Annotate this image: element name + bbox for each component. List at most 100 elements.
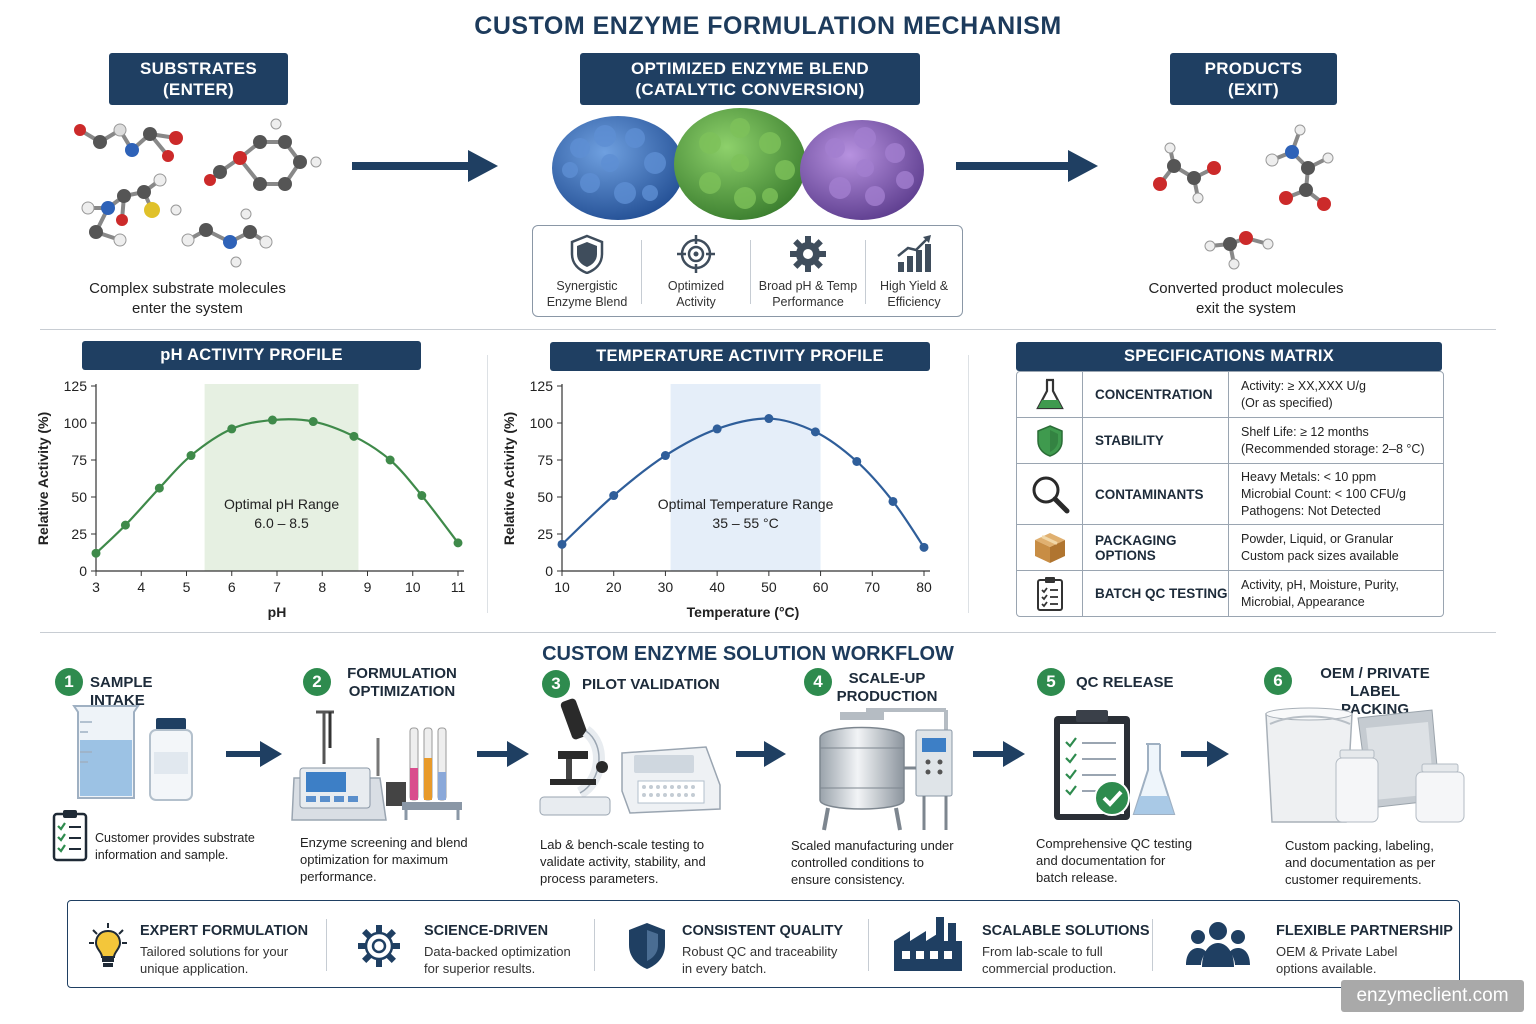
arrow-right-icon [736,741,786,767]
enzyme-header-line2: (CATALYTIC CONVERSION) [635,80,865,99]
spec-value-line1: Activity, pH, Moisture, Purity, [1241,577,1399,592]
step-desc-line1: Scaled manufacturing under [791,838,954,853]
data-point [453,538,463,548]
chart-divider [487,355,488,613]
step-description: Customer provides substrate information … [95,830,255,864]
products-caption-line1: Converted product molecules [1148,280,1344,297]
step-title-line1: PILOT VALIDATION [582,676,720,693]
products-header: PRODUCTS (EXIT) [1170,53,1337,105]
data-point [764,414,774,424]
feature-synergistic-blend: Synergistic Enzyme Blend [533,226,641,318]
step-title: PILOT VALIDATION [582,676,742,694]
optimal-range-band [204,384,359,571]
spec-value-line1: Powder, Liquid, or Granular [1241,531,1394,546]
data-point [227,424,237,434]
substrates-caption-line1: Complex substrate molecules [89,280,286,297]
benefit-description: Tailored solutions for your unique appli… [140,943,320,977]
spec-value-line2: (Or as specified) [1241,395,1333,410]
y-tick-label: 125 [530,378,554,394]
x-tick-label: 7 [273,579,281,595]
substrates-header-line2: (ENTER) [162,80,235,99]
step-title-line2: PACKING [1340,701,1410,718]
step-number-badge: 6 [1264,667,1292,695]
bioreactor-illustration [819,708,953,831]
step-description: Enzyme screening and blend optimization … [300,834,490,885]
step-description: Custom packing, labeling, and documentat… [1285,837,1465,888]
y-tick-label: 50 [537,489,553,505]
step-number-badge: 5 [1037,668,1065,696]
benefit-desc-line1: From lab-scale to full [982,944,1103,959]
feature-label-line2: Activity [676,295,716,309]
band-label-range: 6.0 – 8.5 [254,515,309,531]
feature-broad-performance: Broad pH & Temp Performance [751,226,865,318]
gear-icon [358,925,400,967]
qc-clipboard-and-flask-illustration [1054,710,1176,820]
x-tick-label: 20 [606,579,622,595]
benefit-flexible-partnership: FLEXIBLE PARTNERSHIP OEM & Private Label… [1168,901,1458,989]
y-tick-label: 0 [79,563,87,579]
target-icon [677,235,715,273]
benefit-divider [594,919,595,971]
step-desc-line3: customer requirements. [1285,872,1422,887]
spec-row-concentration: CONCENTRATION Activity: ≥ XX,XXX U/g (Or… [1017,372,1443,417]
x-tick-label: 10 [405,579,421,595]
step-number-badge: 2 [303,668,331,696]
step-desc-line2: optimization for maximum [300,852,449,867]
benefit-description: From lab-scale to full commercial produc… [982,943,1148,977]
step-desc-line2: information and sample. [95,848,229,862]
data-point [120,520,130,530]
data-point [810,427,820,437]
feature-label-line1: Optimized [667,279,725,293]
benefit-desc-line2: unique application. [140,961,249,976]
spec-value: Heavy Metals: < 10 ppm Microbial Count: … [1229,464,1443,524]
benefit-desc-line1: Data-backed optimization [424,944,571,959]
spec-name: CONCENTRATION [1083,372,1229,417]
step-desc-line1: Customer provides substrate [95,831,255,845]
benefit-divider [1152,919,1153,971]
data-point [609,491,619,501]
x-axis-label: pH [268,604,287,620]
step-title-line1: SCALE-UP [848,670,926,687]
arrow-right-icon [477,741,529,767]
packaging-containers-illustration [1265,707,1465,823]
benefit-description: OEM & Private Label options available. [1276,943,1446,977]
step-desc-line2: and documentation for [1036,853,1166,868]
team-icon [1186,922,1250,967]
step-desc-line2: controlled conditions to [791,855,924,870]
spec-value: Powder, Liquid, or Granular Custom pack … [1229,525,1443,570]
spec-value-line2: Microbial, Appearance [1241,594,1365,609]
spec-value-line3: Pathogens: Not Detected [1241,503,1381,518]
benefit-desc-line2: in every batch. [682,961,767,976]
y-axis-label: Relative Activity (%) [501,412,517,545]
shield-icon [1036,424,1063,457]
y-axis-label: Relative Activity (%) [35,412,51,545]
y-tick-label: 75 [71,452,87,468]
page-title: CUSTOM ENZYME FORMULATION MECHANISM [474,12,1062,40]
data-point [385,455,395,465]
data-point [417,491,427,501]
spec-value: Activity: ≥ XX,XXX U/g (Or as specified) [1229,372,1443,417]
benefit-title: CONSISTENT QUALITY [682,923,844,939]
y-tick-label: 100 [64,415,88,431]
x-tick-label: 9 [364,579,372,595]
benefit-desc-line1: Robust QC and traceability [682,944,838,959]
x-tick-label: 80 [916,579,932,595]
spec-row-batch-qc: BATCH QC TESTING Activity, pH, Moisture,… [1017,570,1443,616]
benefit-title: FLEXIBLE PARTNERSHIP [1276,923,1453,939]
spec-row-contaminants: CONTAMINANTS Heavy Metals: < 10 ppm Micr… [1017,463,1443,524]
spec-icon-cell [1017,464,1083,524]
ph-profile-header: pH ACTIVITY PROFILE [82,341,421,370]
microscope-and-plate-reader-illustration [539,698,721,816]
step-title-line1: QC RELEASE [1076,674,1174,691]
benefit-expert-formulation: EXPERT FORMULATION Tailored solutions fo… [68,901,330,989]
feature-divider [641,240,642,304]
workflow-title: CUSTOM ENZYME SOLUTION WORKFLOW [542,643,954,665]
data-point [852,456,862,466]
shield-icon [629,923,665,969]
box-icon [1034,532,1065,563]
spec-icon-cell [1017,571,1083,616]
enzyme-header-line1: OPTIMIZED ENZYME BLEND [631,59,869,78]
products-header-line2: (EXIT) [1228,80,1279,99]
benefit-title: EXPERT FORMULATION [140,923,309,939]
